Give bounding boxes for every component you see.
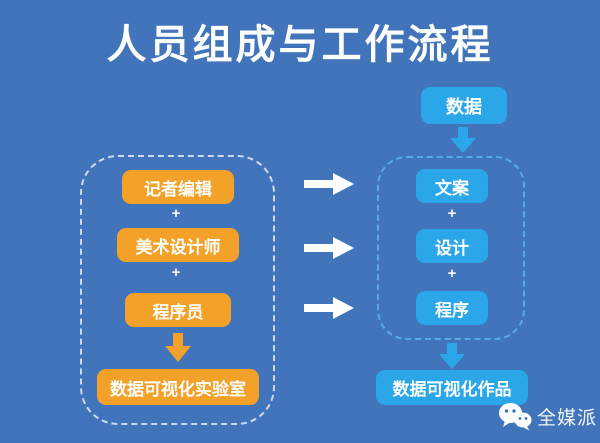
watermark-label: 全媒派 xyxy=(537,408,598,429)
plus-separator: + xyxy=(171,264,181,281)
workflow-result-box: 数据可视化作品 xyxy=(376,370,528,405)
team-group-outline xyxy=(80,155,275,425)
role-box-programmer: 程序员 xyxy=(125,293,231,327)
role-box-art-designer: 美术设计师 xyxy=(117,228,239,262)
right-arrow-icon xyxy=(304,296,354,320)
data-input-box: 数据 xyxy=(421,87,507,124)
watermark: 全媒派 xyxy=(498,402,597,431)
down-arrow-icon xyxy=(165,333,191,362)
down-arrow-icon xyxy=(450,127,476,153)
step-box-design: 设计 xyxy=(416,229,488,263)
step-box-copywriting: 文案 xyxy=(416,169,488,203)
role-box-journalist-editor: 记者编辑 xyxy=(122,170,234,204)
team-result-box: 数据可视化实验室 xyxy=(97,369,259,405)
workflow-group-outline xyxy=(377,156,525,340)
step-box-program: 程序 xyxy=(416,291,488,325)
down-arrow-icon xyxy=(439,343,465,369)
plus-separator: + xyxy=(171,205,181,222)
page-title: 人员组成与工作流程 xyxy=(106,23,494,67)
right-arrow-icon xyxy=(304,172,354,196)
right-arrow-icon xyxy=(304,236,354,260)
plus-separator: + xyxy=(447,265,457,282)
wechat-icon xyxy=(498,402,532,431)
plus-separator: + xyxy=(447,205,457,222)
